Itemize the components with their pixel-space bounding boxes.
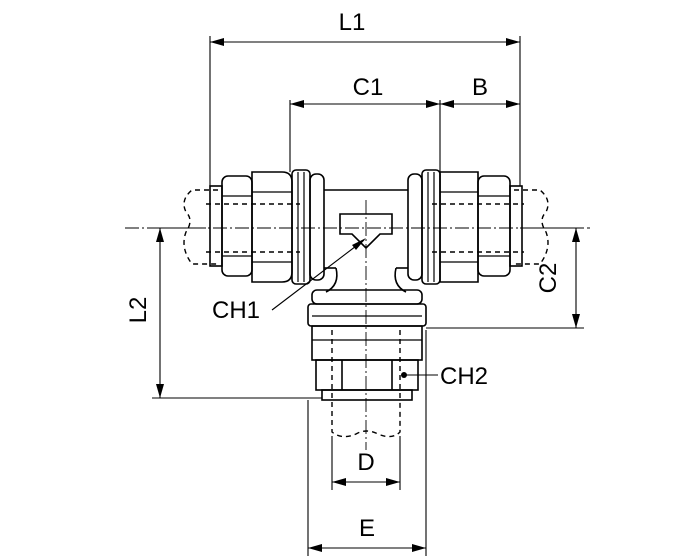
- label-ch2: CH2: [440, 363, 488, 390]
- dimension-l1: L1: [209, 9, 521, 186]
- label-d: D: [357, 449, 374, 476]
- label-e: E: [359, 515, 375, 542]
- label-c1: C1: [353, 74, 384, 101]
- dimension-c2: C2: [426, 227, 584, 329]
- label-ch1: CH1: [212, 297, 260, 324]
- dimension-d: D: [331, 436, 401, 490]
- dimension-c1: C1: [289, 74, 441, 172]
- dimension-b: B: [440, 74, 520, 108]
- branch-coupling: [307, 289, 427, 438]
- left-coupling: [183, 169, 325, 285]
- dimension-l2: L2: [125, 227, 322, 399]
- label-l2: L2: [125, 297, 152, 324]
- leader-ch2: CH2: [401, 363, 488, 390]
- label-l1: L1: [339, 9, 366, 36]
- label-b: B: [472, 74, 488, 101]
- label-c2: C2: [535, 263, 562, 294]
- right-coupling: [407, 169, 549, 285]
- leader-ch1: CH1: [212, 238, 366, 324]
- dimension-e: E: [307, 330, 427, 556]
